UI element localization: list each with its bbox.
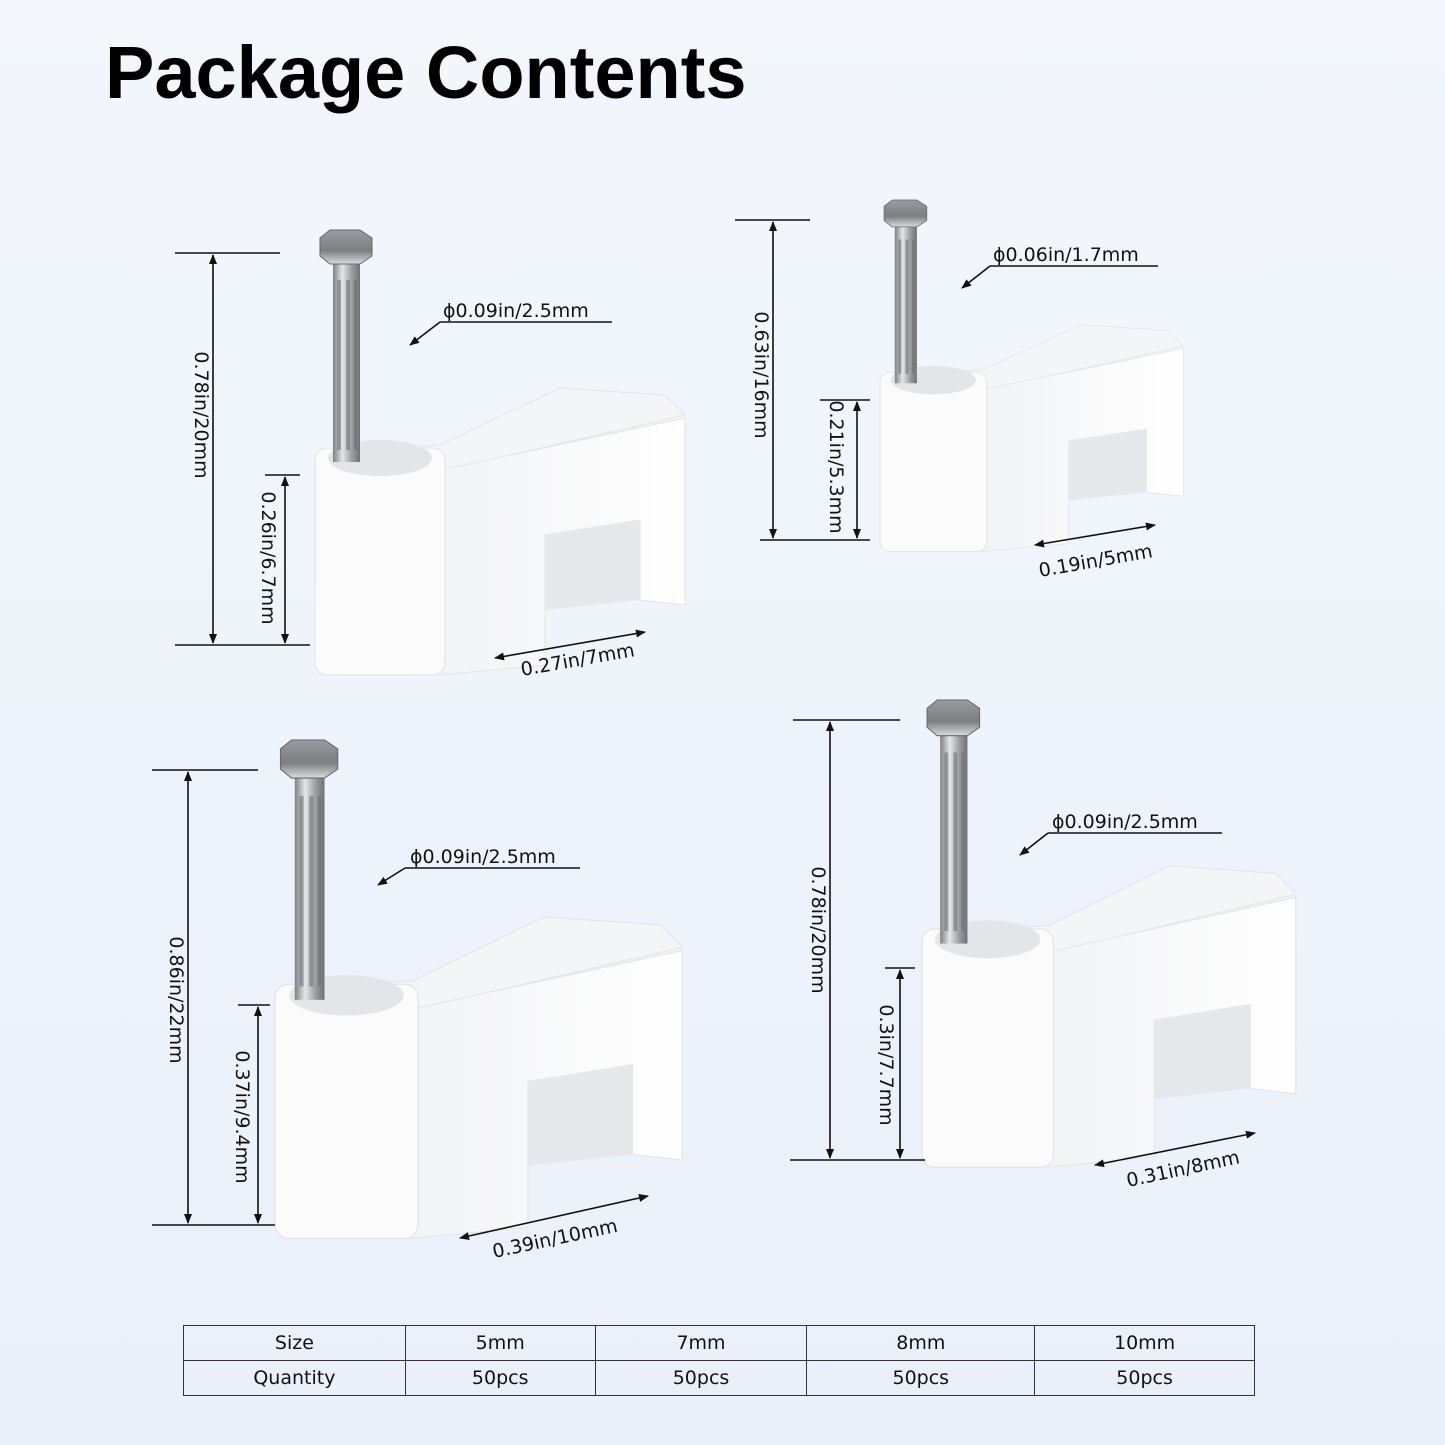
cable-clip-8mm bbox=[921, 699, 1297, 1168]
dimensions-clip-7mm: 0.78in/20mm 0.26in/6.7mm ϕ0.09in/2.5mm 0… bbox=[175, 252, 646, 681]
height-label: 0.86in/22mm bbox=[165, 936, 187, 1063]
table-cell: 8mm bbox=[806, 1325, 1036, 1361]
table-cell: 50pcs bbox=[594, 1360, 808, 1396]
height-label: 0.78in/20mm bbox=[807, 866, 829, 993]
height-label: 0.78in/20mm bbox=[190, 351, 212, 478]
table-cell: 50pcs bbox=[806, 1360, 1036, 1396]
inner-height-label: 0.26in/6.7mm bbox=[257, 491, 279, 624]
diameter-label: ϕ0.09in/2.5mm bbox=[443, 300, 589, 322]
table-cell: 50pcs bbox=[1034, 1360, 1255, 1396]
cable-clip-10mm bbox=[274, 739, 683, 1239]
table-cell: Size bbox=[183, 1325, 406, 1361]
table-row-quantity: Quantity 50pcs 50pcs 50pcs 50pcs bbox=[183, 1360, 1255, 1396]
table-row-size: Size 5mm 7mm 8mm 10mm bbox=[183, 1325, 1255, 1361]
height-label: 0.63in/16mm bbox=[750, 311, 772, 438]
table-cell: 10mm bbox=[1034, 1325, 1255, 1361]
table-cell: 50pcs bbox=[404, 1360, 596, 1396]
diameter-label: ϕ0.09in/2.5mm bbox=[1052, 811, 1198, 833]
inner-height-label: 0.21in/5.3mm bbox=[825, 400, 847, 533]
diameter-label: ϕ0.06in/1.7mm bbox=[993, 244, 1139, 266]
inner-height-label: 0.37in/9.4mm bbox=[231, 1050, 253, 1183]
cable-clip-7mm bbox=[314, 229, 686, 676]
diameter-label: ϕ0.09in/2.5mm bbox=[410, 846, 556, 868]
quantity-table: Size 5mm 7mm 8mm 10mm Quantity 50pcs 50p… bbox=[183, 1325, 1255, 1396]
table-cell: 5mm bbox=[404, 1325, 596, 1361]
width-label: 0.19in/5mm bbox=[1037, 540, 1154, 582]
table-cell: Quantity bbox=[183, 1360, 406, 1396]
dimensions-clip-10mm: 0.86in/22mm 0.37in/9.4mm ϕ0.09in/2.5mm 0… bbox=[152, 769, 649, 1263]
table-cell: 7mm bbox=[594, 1325, 808, 1361]
inner-height-label: 0.3in/7.7mm bbox=[875, 1004, 897, 1125]
dimensions-clip-5mm: 0.63in/16mm 0.21in/5.3mm ϕ0.06in/1.7mm 0… bbox=[735, 219, 1158, 582]
page-title: Package Contents bbox=[105, 31, 747, 114]
